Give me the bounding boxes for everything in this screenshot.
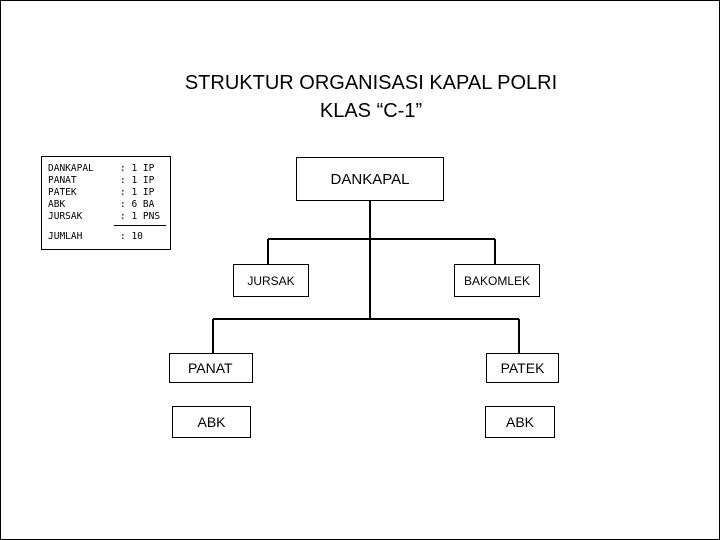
summary-row-key: DANKAPAL <box>48 163 94 174</box>
node-jursak: JURSAK <box>233 264 309 297</box>
node-abk-right: ABK <box>485 406 555 438</box>
summary-total-value: : 10 <box>120 231 143 242</box>
personnel-summary-table: DANKAPAL : 1 IP PANAT : 1 IP PATEK : 1 I… <box>41 156 171 250</box>
summary-row-key: JURSAK <box>48 211 83 222</box>
summary-row-key: ABK <box>48 199 66 210</box>
node-patek-label: PATEK <box>500 360 545 376</box>
summary-total-rule <box>114 225 166 226</box>
summary-row-value: : 1 IP <box>120 163 155 174</box>
summary-row-value: : 1 IP <box>120 175 155 186</box>
summary-row-value: : 6 BA <box>120 199 155 210</box>
node-jursak-label: JURSAK <box>247 273 295 288</box>
node-dankapal: DANKAPAL <box>296 157 444 201</box>
summary-row-key: PATEK <box>48 187 77 198</box>
title-line-1: STRUKTUR ORGANISASI KAPAL POLRI <box>184 72 558 94</box>
title-line-2: KLAS “C-1” <box>319 100 423 122</box>
node-bakomlek: BAKOMLEK <box>454 264 540 297</box>
summary-row-value: : 1 PNS <box>120 211 161 222</box>
summary-row-value: : 1 IP <box>120 187 155 198</box>
chart-title: STRUKTUR ORGANISASI KAPAL POLRI KLAS “C-… <box>121 69 621 125</box>
summary-total-key: JUMLAH <box>48 231 83 242</box>
node-patek: PATEK <box>486 353 559 383</box>
node-dankapal-label: DANKAPAL <box>330 170 410 188</box>
node-abk-left-label: ABK <box>197 414 226 430</box>
node-abk-right-label: ABK <box>505 414 534 430</box>
node-panat-label: PANAT <box>188 360 233 376</box>
node-bakomlek-label: BAKOMLEK <box>463 273 531 288</box>
node-abk-left: ABK <box>172 406 251 438</box>
summary-row-key: PANAT <box>48 175 77 186</box>
node-panat: PANAT <box>169 353 253 383</box>
